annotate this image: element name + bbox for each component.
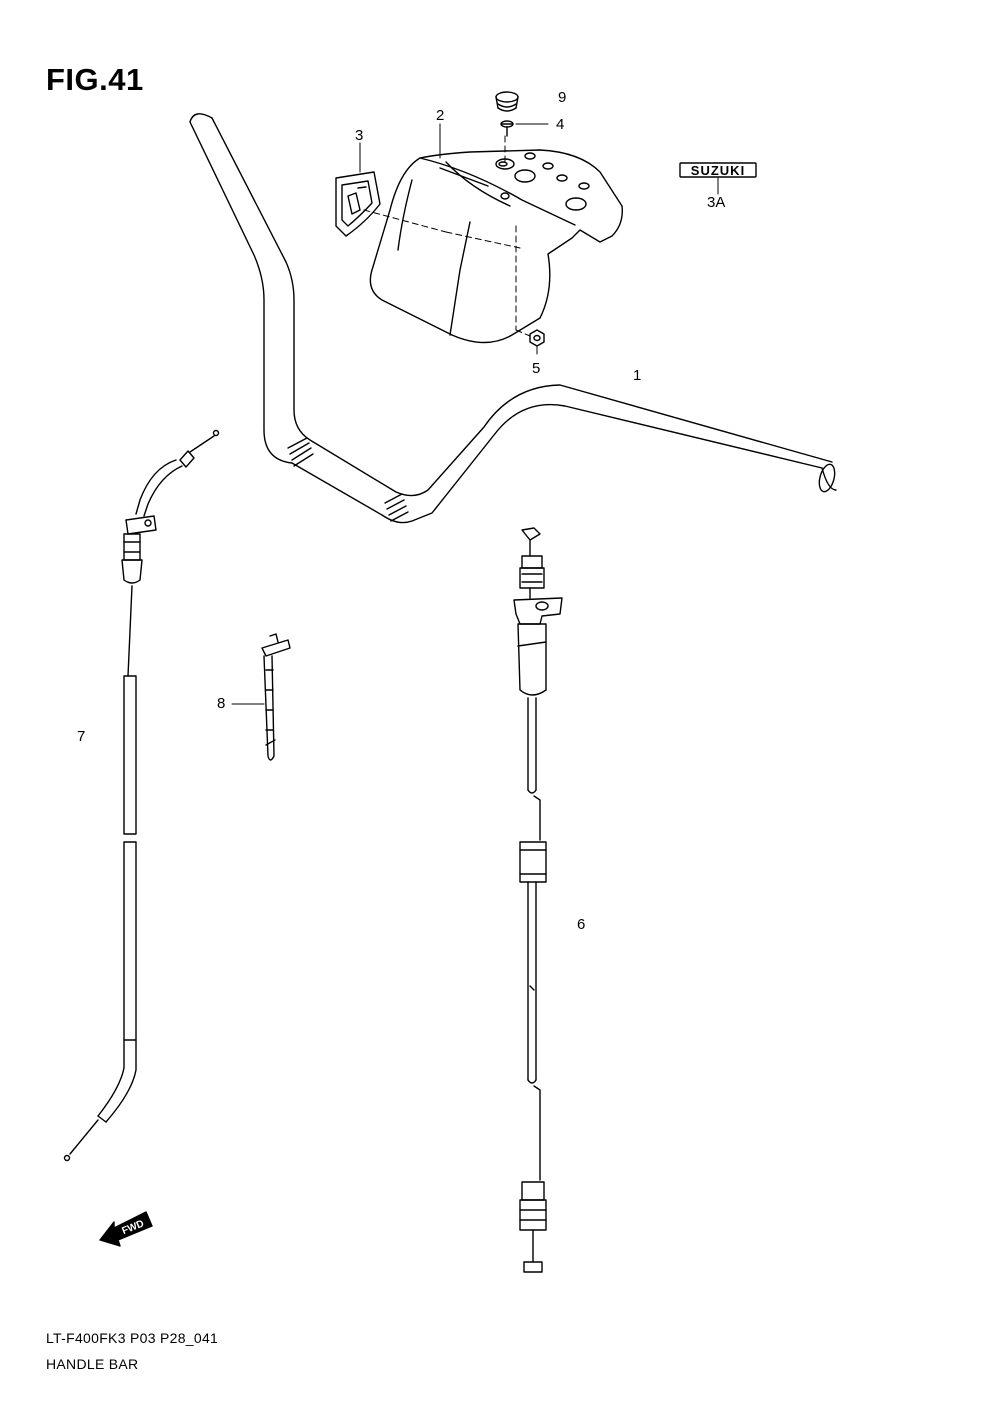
callout-4: 4 xyxy=(556,116,565,133)
knurl-left xyxy=(288,438,313,466)
callout-8: 8 xyxy=(217,695,226,712)
callout-5: 5 xyxy=(532,360,541,377)
callout-3a: 3A xyxy=(707,194,726,211)
handle-cover xyxy=(370,150,622,343)
figure-title: FIG.41 xyxy=(46,62,144,97)
nut xyxy=(530,330,544,346)
figure-name: HANDLE BAR xyxy=(46,1356,139,1372)
suzuki-emblem: SUZUKI xyxy=(680,163,756,178)
brake-cable xyxy=(514,528,562,1272)
leader-lines xyxy=(232,124,718,704)
callout-7: 7 xyxy=(77,728,86,745)
emblem-text: SUZUKI xyxy=(691,163,745,178)
figure-code: LT-F400FK3 P03 P28_041 xyxy=(46,1330,219,1346)
handle-bar xyxy=(190,114,837,523)
callout-1: 1 xyxy=(633,367,642,384)
knurl-right xyxy=(385,494,408,521)
plug-cap xyxy=(496,92,518,111)
cable-clamp xyxy=(262,634,290,760)
callout-2: 2 xyxy=(436,107,445,124)
throttle-cable xyxy=(65,431,219,1161)
arrow-forward-icon: FWD xyxy=(100,1212,152,1246)
emblem-badge xyxy=(336,172,380,236)
callout-9: 9 xyxy=(558,89,567,106)
callout-3: 3 xyxy=(355,127,364,144)
screw xyxy=(501,121,513,136)
callout-6: 6 xyxy=(577,916,586,933)
